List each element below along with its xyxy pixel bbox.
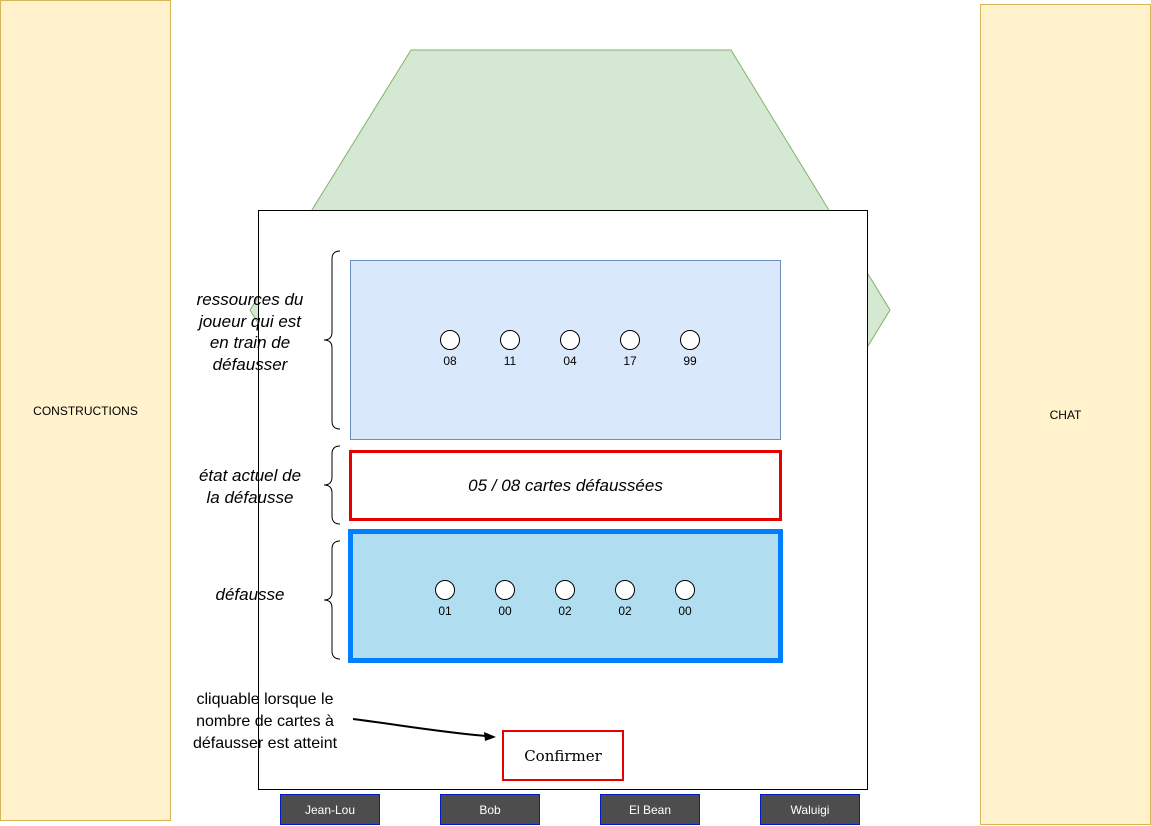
resource-count: 08 <box>443 354 457 368</box>
resource-token-5[interactable] <box>680 330 700 350</box>
discard-status-text: 05 / 08 cartes défaussées <box>468 475 663 495</box>
resource-token-3[interactable] <box>560 330 580 350</box>
player-tab-jean-lou[interactable]: Jean-Lou <box>280 794 380 825</box>
resource-count: 17 <box>623 354 637 368</box>
resource-count: 99 <box>683 354 697 368</box>
player-name: El Bean <box>628 802 672 817</box>
discard-token-1[interactable] <box>435 580 455 600</box>
player-name: Waluigi <box>790 802 830 817</box>
note-line: nombre de cartes à <box>196 713 334 730</box>
annotation-line: joueur qui est <box>198 311 302 331</box>
player-name: Jean-Lou <box>304 802 356 817</box>
discard-count: 02 <box>558 604 572 618</box>
resource-token-1[interactable] <box>440 330 460 350</box>
note-line: défausser est atteint <box>192 735 338 752</box>
discard-count: 01 <box>438 604 452 618</box>
discard-status-box: 05 / 08 cartes défaussées <box>349 450 782 521</box>
annotation-line: la défausse <box>206 487 294 507</box>
confirm-button[interactable]: Confirmer <box>502 730 624 781</box>
discard-token-3[interactable] <box>555 580 575 600</box>
chat-label: CHAT <box>1049 407 1082 422</box>
discard-count: 02 <box>618 604 632 618</box>
note-line: cliquable lorsque le <box>196 691 334 708</box>
status-annotation: état actuel de la défausse <box>180 465 320 508</box>
constructions-panel: CONSTRUCTIONS <box>0 0 171 821</box>
player-name: Bob <box>479 802 501 817</box>
resource-token-4[interactable] <box>620 330 640 350</box>
resource-count: 04 <box>563 354 577 368</box>
resource-count: 11 <box>503 354 517 368</box>
player-tab-el-bean[interactable]: El Bean <box>600 794 700 825</box>
annotation-line: défausse <box>215 585 285 604</box>
discard-brace <box>323 540 341 660</box>
discard-count: 00 <box>678 604 692 618</box>
player-tab-bob[interactable]: Bob <box>440 794 540 825</box>
annotation-line: en train de <box>209 333 291 352</box>
discard-token-5[interactable] <box>675 580 695 600</box>
resources-annotation: ressources du joueur qui est en train de… <box>180 289 320 375</box>
resources-brace <box>323 250 341 430</box>
annotation-line: ressources du <box>196 290 304 309</box>
discard-token-2[interactable] <box>495 580 515 600</box>
chat-panel[interactable]: CHAT <box>980 4 1151 825</box>
discard-annotation: défausse <box>180 584 320 606</box>
discard-count: 00 <box>498 604 512 618</box>
status-brace <box>323 445 341 525</box>
player-tab-waluigi[interactable]: Waluigi <box>760 794 860 825</box>
confirm-note: cliquable lorsque le nombre de cartes à … <box>180 689 350 755</box>
discard-token-4[interactable] <box>615 580 635 600</box>
constructions-label: CONSTRUCTIONS <box>33 403 138 418</box>
annotation-line: état actuel de <box>198 466 302 485</box>
resource-token-2[interactable] <box>500 330 520 350</box>
annotation-line: défausser <box>212 354 288 374</box>
player-resources-box <box>350 260 781 440</box>
confirm-label: Confirmer <box>524 746 602 765</box>
